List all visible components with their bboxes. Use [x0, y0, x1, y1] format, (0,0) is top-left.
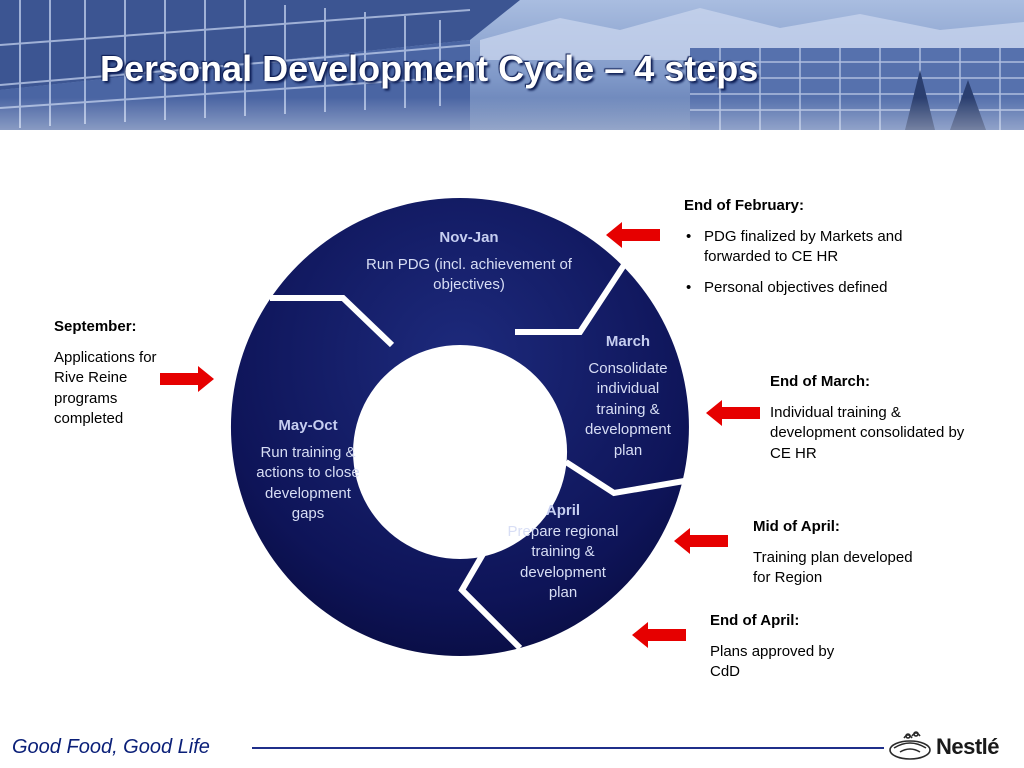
segment-march: March Consolidate individual training & … [572, 332, 684, 461]
segment-dividers [270, 260, 691, 651]
nestle-nest-logo-icon [889, 731, 931, 760]
note-bullet-list: PDG finalized by Markets and forwarded t… [684, 227, 954, 299]
note-heading: End of April: [710, 612, 800, 629]
arrow-left-icon [706, 400, 760, 426]
header-banner [0, 0, 1024, 130]
building-photo [0, 0, 1024, 130]
note-heading: End of February: [684, 197, 805, 214]
note-end-february: End of February: PDG finalized by Market… [684, 196, 954, 308]
nestle-wordmark: Nestlé [936, 734, 1000, 759]
arrow-left-icon [632, 622, 686, 648]
arrow-right-icon [160, 366, 214, 392]
note-heading: Mid of April: [753, 518, 840, 535]
segment-phase: April [545, 502, 581, 519]
segment-phase: March [605, 333, 651, 350]
note-text: Plans approved by CdD [710, 642, 835, 681]
segment-description: Run PDG (incl. achievement of objectives… [366, 255, 572, 294]
cycle-ring [230, 198, 689, 656]
note-end-april: End of April: Plans approved by CdD [710, 611, 860, 683]
note-text: Applications for Rive Reine programs com… [54, 348, 157, 428]
footer-slogan: Good Food, Good Life [12, 736, 210, 758]
segment-phase: May-Oct [278, 417, 338, 434]
segment-description: Run training & actions to close developm… [256, 443, 360, 523]
note-september: September: Applications for Rive Reine p… [54, 317, 184, 430]
page-title: Personal Development Cycle – 4 steps [100, 48, 759, 89]
note-bullet: PDG finalized by Markets and forwarded t… [684, 227, 954, 268]
segment-description: Prepare regional training & development … [507, 522, 619, 602]
segment-description: Consolidate individual training & develo… [585, 359, 671, 459]
segment-april: April Prepare regional training & develo… [506, 501, 620, 604]
note-heading: End of March: [770, 373, 870, 390]
note-heading: September: [54, 318, 137, 335]
footer-divider [252, 747, 884, 749]
note-text: Training plan developed for Region [753, 548, 913, 587]
arrow-left-icon [606, 222, 660, 248]
note-text: Individual training & development consol… [770, 403, 965, 462]
arrow-left-icon [674, 528, 728, 554]
note-end-march: End of March: Individual training & deve… [770, 372, 980, 464]
segment-phase: Nov-Jan [439, 229, 499, 246]
note-bullet: Personal objectives defined [684, 278, 954, 299]
segment-nov-jan: Nov-Jan Run PDG (incl. achievement of ob… [355, 228, 583, 296]
segment-may-oct: May-Oct Run training & actions to close … [252, 416, 364, 525]
note-mid-april: Mid of April: Training plan developed fo… [753, 517, 933, 589]
